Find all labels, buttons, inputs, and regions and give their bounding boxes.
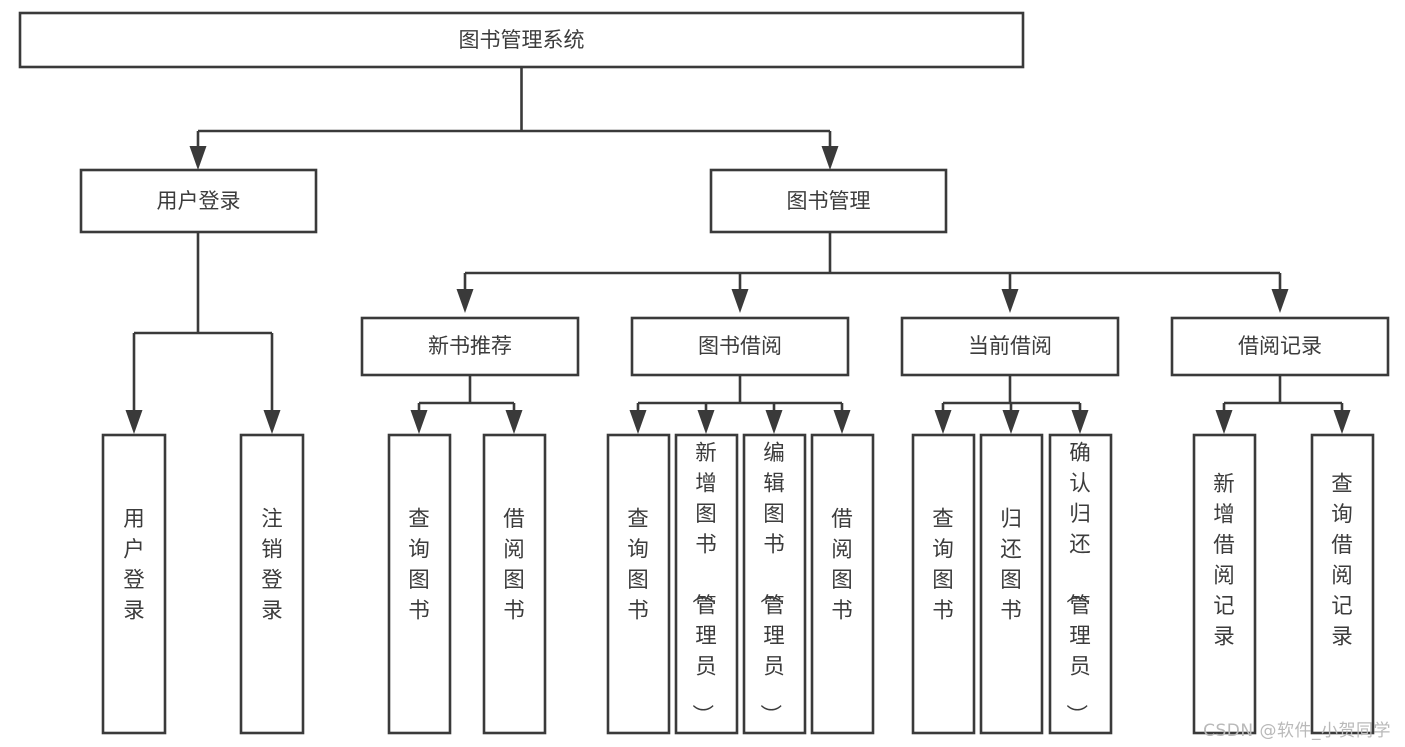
node-leaf-query-book-borrow-label: 查询图书 xyxy=(627,507,649,624)
arrowhead-user-login xyxy=(189,146,207,170)
connector-group-new-book-rec xyxy=(410,375,523,434)
node-leaf-user-login-box[interactable] xyxy=(101,433,167,735)
node-leaf-borrow-book-rec-label: 借阅图书 xyxy=(503,507,525,624)
node-new-book-rec-box[interactable] xyxy=(360,316,580,377)
node-leaf-return-book[interactable]: 归还图书 xyxy=(979,433,1044,735)
arrowhead-leaf-query-book-borrow xyxy=(629,410,647,434)
node-leaf-borrow-book-box[interactable] xyxy=(810,433,875,735)
node-leaf-logout-login[interactable]: 注销登录 xyxy=(239,433,305,735)
node-new-book-rec-label: 新书推荐 xyxy=(428,334,512,358)
node-leaf-borrow-book-label: 借阅图书 xyxy=(831,507,853,624)
arrowhead-current-borrow xyxy=(1001,289,1019,313)
node-borrow-record[interactable]: 借阅记录 xyxy=(1170,316,1390,377)
node-current-borrow[interactable]: 当前借阅 xyxy=(900,316,1120,377)
node-borrow-record-label: 借阅记录 xyxy=(1238,334,1322,358)
node-leaf-edit-book-label: 编辑图书（管理员） xyxy=(757,441,785,726)
node-leaf-logout-login-box[interactable] xyxy=(239,433,305,735)
node-leaf-borrow-book[interactable]: 借阅图书 xyxy=(810,433,875,735)
node-leaf-edit-book[interactable]: 编辑图书（管理员） xyxy=(742,433,807,735)
connector-group-book-manage xyxy=(456,232,1289,313)
node-leaf-add-book-box[interactable] xyxy=(674,433,739,735)
node-book-manage-box[interactable] xyxy=(709,168,948,234)
arrowhead-new-book-rec xyxy=(456,289,474,313)
node-book-borrow-box[interactable] xyxy=(630,316,850,377)
arrowhead-borrow-record xyxy=(1271,289,1289,313)
node-root[interactable]: 图书管理系统 xyxy=(18,11,1025,69)
arrowhead-leaf-borrow-book xyxy=(833,410,851,434)
node-leaf-add-record[interactable]: 新增借阅记录 xyxy=(1192,433,1257,735)
arrowhead-leaf-logout-login xyxy=(263,410,281,434)
node-leaf-borrow-book-rec[interactable]: 借阅图书 xyxy=(482,433,547,735)
node-new-book-rec[interactable]: 新书推荐 xyxy=(360,316,580,377)
arrowhead-leaf-edit-book xyxy=(765,410,783,434)
node-leaf-query-record[interactable]: 查询借阅记录 xyxy=(1310,433,1375,735)
node-leaf-logout-login-label: 注销登录 xyxy=(261,507,283,624)
node-leaf-query-book-current-box[interactable] xyxy=(911,433,976,735)
arrowhead-book-borrow xyxy=(731,289,749,313)
node-leaf-query-book-rec[interactable]: 查询图书 xyxy=(387,433,452,735)
node-leaf-user-login[interactable]: 用户登录 xyxy=(101,433,167,735)
node-leaf-confirm-return[interactable]: 确认归还（管理员） xyxy=(1048,433,1113,735)
node-user-login-box[interactable] xyxy=(79,168,318,234)
node-book-manage[interactable]: 图书管理 xyxy=(709,168,948,234)
arrowhead-leaf-confirm-return xyxy=(1071,410,1089,434)
connector-group-current-borrow xyxy=(934,375,1089,434)
node-leaf-query-book-borrow-box[interactable] xyxy=(606,433,671,735)
node-leaf-add-book[interactable]: 新增图书（管理员） xyxy=(674,433,739,735)
node-leaf-add-record-box[interactable] xyxy=(1192,433,1257,735)
node-book-manage-label: 图书管理 xyxy=(787,189,871,213)
node-leaf-confirm-return-label: 确认归还（管理员） xyxy=(1063,441,1091,726)
node-book-borrow-label: 图书借阅 xyxy=(698,334,782,358)
arrowhead-book-manage xyxy=(821,146,839,170)
node-borrow-record-box[interactable] xyxy=(1170,316,1390,377)
node-leaf-add-record-label: 新增借阅记录 xyxy=(1213,472,1235,650)
node-user-login[interactable]: 用户登录 xyxy=(79,168,318,234)
arrowhead-leaf-query-book-current xyxy=(934,410,952,434)
arrowhead-leaf-add-record xyxy=(1215,410,1233,434)
arrowhead-leaf-user-login xyxy=(125,410,143,434)
node-current-borrow-box[interactable] xyxy=(900,316,1120,377)
connector-group-book-borrow xyxy=(629,375,851,434)
node-root-box[interactable] xyxy=(18,11,1025,69)
node-leaf-query-book-rec-box[interactable] xyxy=(387,433,452,735)
node-leaf-query-book-current[interactable]: 查询图书 xyxy=(911,433,976,735)
arrowhead-leaf-return-book xyxy=(1002,410,1020,434)
node-leaf-return-book-label: 归还图书 xyxy=(1000,507,1022,624)
node-leaf-query-record-box[interactable] xyxy=(1310,433,1375,735)
node-leaf-user-login-label: 用户登录 xyxy=(123,507,145,624)
arrowhead-leaf-borrow-book-rec xyxy=(505,410,523,434)
node-leaf-add-book-label: 新增图书（管理员） xyxy=(689,441,717,726)
connector-group-root xyxy=(189,67,839,170)
node-leaf-query-book-current-label: 查询图书 xyxy=(932,507,954,624)
node-leaf-return-book-box[interactable] xyxy=(979,433,1044,735)
connector-group-user-login xyxy=(125,232,281,434)
arrowhead-leaf-query-record xyxy=(1333,410,1351,434)
node-current-borrow-label: 当前借阅 xyxy=(968,334,1052,358)
node-leaf-query-book-rec-label: 查询图书 xyxy=(408,507,430,624)
node-user-login-label: 用户登录 xyxy=(157,189,241,213)
arrowhead-leaf-add-book xyxy=(697,410,715,434)
node-leaf-edit-book-box[interactable] xyxy=(742,433,807,735)
node-leaf-query-record-label: 查询借阅记录 xyxy=(1331,472,1353,650)
node-book-borrow[interactable]: 图书借阅 xyxy=(630,316,850,377)
node-leaf-confirm-return-box[interactable] xyxy=(1048,433,1113,735)
node-leaf-borrow-book-rec-box[interactable] xyxy=(482,433,547,735)
node-leaf-query-book-borrow[interactable]: 查询图书 xyxy=(606,433,671,735)
node-root-label: 图书管理系统 xyxy=(459,28,585,52)
arrowhead-leaf-query-book-rec xyxy=(410,410,428,434)
connector-group-borrow-record xyxy=(1215,375,1351,434)
